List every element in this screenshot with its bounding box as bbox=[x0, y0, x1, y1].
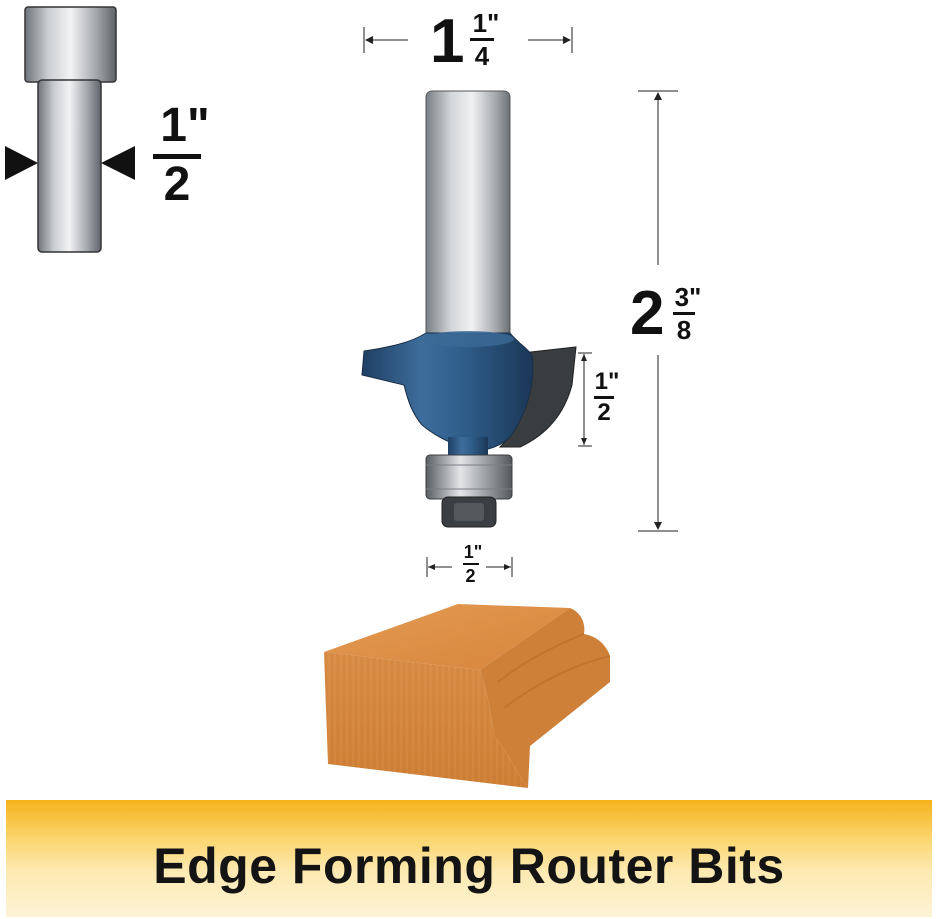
bit-shank bbox=[425, 90, 511, 342]
cutting-length-dimension-line bbox=[578, 352, 592, 447]
bit-body bbox=[361, 332, 534, 451]
shank-diameter-label: 1" 2 bbox=[150, 102, 220, 209]
cutting-diameter-whole: 1 bbox=[430, 7, 465, 76]
router-bit-illustration bbox=[361, 90, 577, 528]
cutting-diameter-dimension-line bbox=[363, 27, 573, 53]
profile-width-fraction: 1" 2 bbox=[456, 543, 490, 585]
overall-length-dimension-line bbox=[638, 90, 678, 532]
cutting-length-fraction: 1" 2 bbox=[590, 370, 624, 425]
cutting-length-numerator: 1" bbox=[594, 368, 620, 395]
profile-width-dimension-line bbox=[426, 557, 513, 577]
banner-title: Edge Forming Router Bits bbox=[153, 837, 785, 894]
right-arrow-icon bbox=[101, 146, 135, 180]
cutting-diameter-fraction: 1" 4 bbox=[466, 10, 506, 69]
profile-width-numerator: 1" bbox=[463, 542, 483, 562]
bit-body-top bbox=[422, 331, 514, 347]
shank-diameter-numerator: 1" bbox=[160, 99, 210, 152]
left-arrow-icon bbox=[5, 146, 38, 180]
profile-width-denominator: 2 bbox=[465, 566, 476, 586]
overall-length-numerator: 3" bbox=[674, 282, 702, 312]
fraction-bar bbox=[594, 396, 614, 399]
shank-collar bbox=[24, 6, 117, 83]
fraction-bar bbox=[153, 154, 201, 159]
title-banner: Edge Forming Router Bits bbox=[6, 800, 932, 917]
fraction-bar bbox=[462, 563, 479, 565]
cutting-diameter-denominator: 4 bbox=[474, 41, 490, 71]
overall-length-denominator: 8 bbox=[676, 315, 692, 345]
overall-length-fraction: 3" 8 bbox=[668, 284, 708, 343]
cutting-diameter-numerator: 1" bbox=[472, 8, 500, 38]
wood-top-face bbox=[324, 604, 570, 670]
cutting-length-denominator: 2 bbox=[597, 399, 611, 426]
guide-bearing bbox=[425, 454, 513, 500]
overall-length-whole: 2 bbox=[630, 279, 665, 348]
bit-neck bbox=[448, 437, 488, 459]
shank-diameter-denominator: 2 bbox=[163, 158, 191, 211]
wood-profile-illustration bbox=[324, 604, 611, 788]
shank-diagram bbox=[5, 6, 135, 253]
wood-profile-face bbox=[480, 608, 610, 788]
fraction-bar bbox=[673, 312, 695, 315]
shank-shaft bbox=[37, 79, 102, 253]
fraction-bar bbox=[470, 38, 494, 41]
